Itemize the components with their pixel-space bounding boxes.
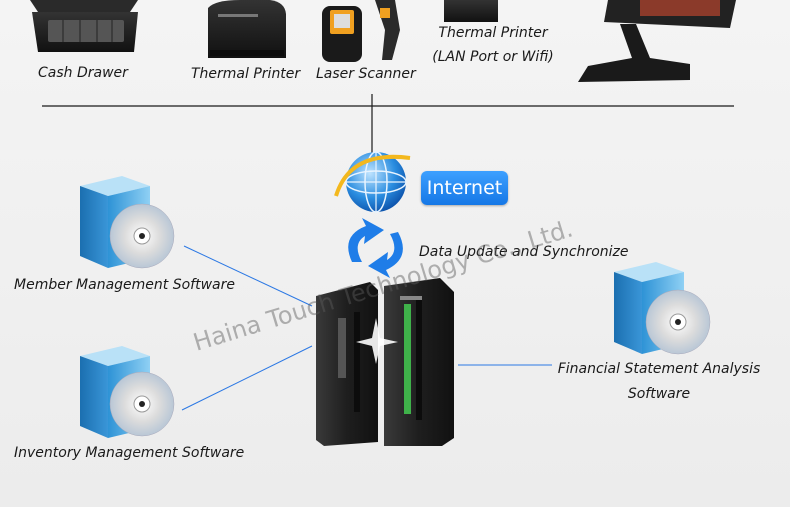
financial-software-label-line1: Financial Statement Analysis xyxy=(557,361,761,377)
inventory-software-box-icon xyxy=(80,346,175,438)
network-printer-label-line2: (LAN Port or Wifi) xyxy=(432,49,554,65)
network-printer-device xyxy=(444,0,498,22)
internet-label: Internet xyxy=(421,171,508,205)
member-link-line xyxy=(183,245,313,307)
member-software-label: Member Management Software xyxy=(14,277,235,293)
server-icon xyxy=(316,278,454,446)
financial-software-label-line2: Software xyxy=(627,386,691,402)
member-software-box-icon xyxy=(80,176,175,269)
thermal-printer-label: Thermal Printer xyxy=(191,66,301,82)
inventory-software-label: Inventory Management Software xyxy=(14,445,245,461)
thermal-printer-device xyxy=(208,0,286,58)
financial-software-box-icon xyxy=(614,262,711,355)
sync-label: Data Update and Synchronize xyxy=(419,244,629,260)
cash-drawer-device xyxy=(30,0,138,52)
network-printer-label-line1: Thermal Printer xyxy=(438,25,548,41)
laser-scanner-label: Laser Scanner xyxy=(316,66,416,82)
pos-terminal-device xyxy=(578,0,736,82)
cash-drawer-label: Cash Drawer xyxy=(38,65,128,81)
laser-scanner-device xyxy=(322,0,400,62)
sync-arrows-icon xyxy=(348,218,403,278)
inventory-link-line xyxy=(181,345,313,411)
internet-globe-icon xyxy=(334,151,411,213)
